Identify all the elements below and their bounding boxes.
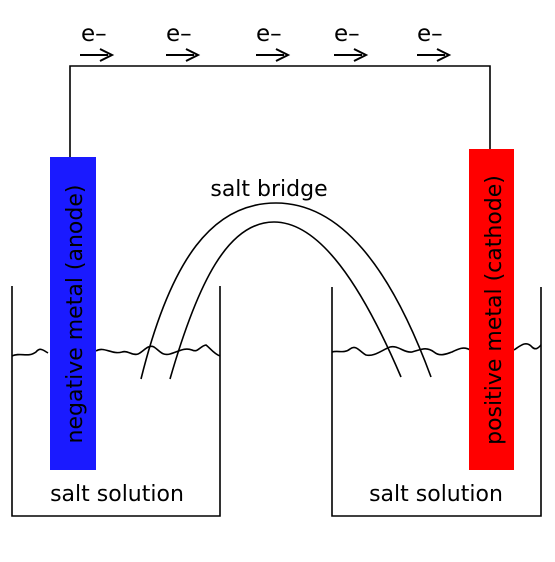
electron-arrow-icon: [256, 48, 291, 62]
electron-marker-1: e–: [80, 21, 115, 62]
electron-marker-5: e–: [417, 21, 452, 62]
external-wire: [69, 65, 491, 158]
anode-electrode: [50, 157, 96, 470]
electron-label: e–: [256, 21, 282, 47]
electron-marker-4: e–: [334, 21, 369, 62]
right-solution-label: salt solution: [369, 482, 503, 507]
left-solution-surface: [11, 344, 221, 357]
left-solution-label: salt solution: [50, 482, 184, 507]
salt-bridge-outer: [140, 202, 432, 380]
left-beaker: [11, 286, 221, 517]
electron-label: e–: [166, 21, 192, 47]
electron-flow: e– e– e– e– e–: [80, 21, 452, 62]
salt-bridge-label: salt bridge: [210, 177, 327, 202]
electron-arrow-icon: [80, 48, 115, 62]
cathode-electrode: [469, 149, 514, 470]
electron-marker-2: e–: [166, 21, 201, 62]
electron-label: e–: [81, 21, 107, 47]
electron-arrow-icon: [334, 48, 369, 62]
electron-marker-3: e–: [256, 21, 291, 62]
electron-label: e–: [417, 21, 443, 47]
electron-arrow-icon: [417, 48, 452, 62]
right-solution-surface: [331, 343, 542, 357]
anode-label: negative metal (anode): [63, 185, 88, 444]
salt-bridge-inner: [169, 221, 402, 380]
right-beaker: [331, 287, 542, 517]
cathode-label: positive metal (cathode): [482, 175, 507, 445]
electron-label: e–: [334, 21, 360, 47]
electron-arrow-icon: [166, 48, 201, 62]
